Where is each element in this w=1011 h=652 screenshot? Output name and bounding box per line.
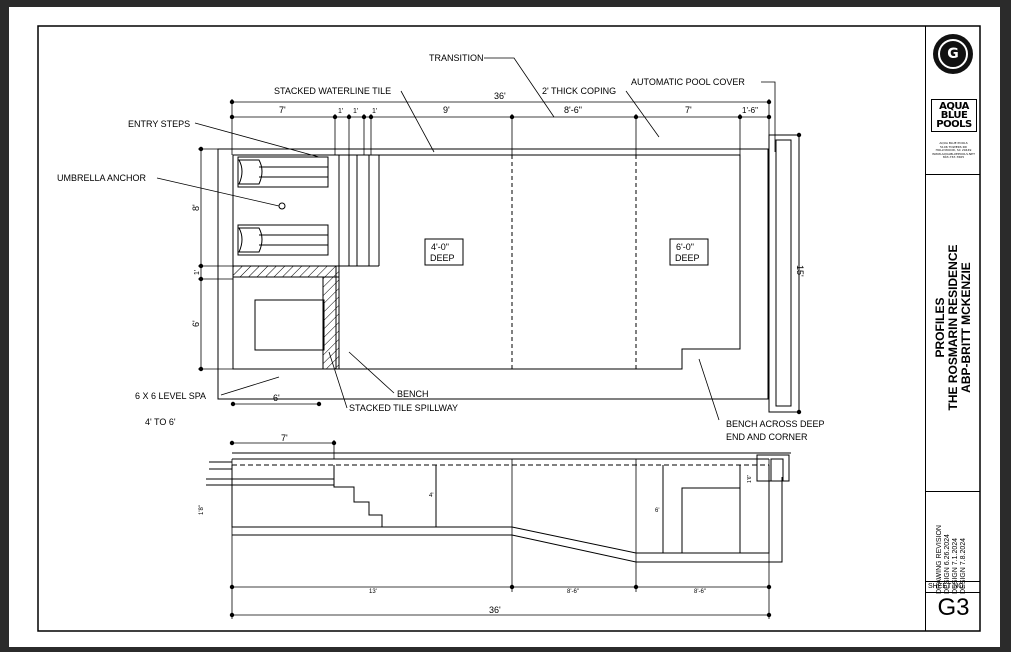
- dim-left-1: 1': [194, 270, 201, 275]
- lounge-chair-2: [237, 224, 329, 256]
- project-title: PROFILES THE ROSMARIN RESIDENCE ABP-BRIT…: [933, 244, 973, 411]
- dim-section-18: 1'8": [199, 505, 205, 515]
- label-thick-coping: 2' THICK COPING: [542, 86, 616, 96]
- dim-left-8: 8': [191, 204, 201, 211]
- dim-left-6: 6': [191, 320, 201, 327]
- dim-top-1c: 1': [372, 108, 377, 115]
- sheet-number-label: SHEET NO.: [928, 583, 966, 590]
- label-stacked-waterline-tile: STACKED WATERLINE TILE: [274, 86, 391, 96]
- label-stacked-tile-spillway: STACKED TILE SPILLWAY: [349, 403, 458, 413]
- label-entry-steps: ENTRY STEPS: [128, 119, 190, 129]
- dimension-dots: [198, 99, 802, 618]
- dim-top-total: 36': [494, 91, 506, 101]
- sheet-number: G3: [937, 594, 970, 621]
- spillway-hatch-side: [322, 276, 340, 370]
- label-umbrella-anchor: UMBRELLA ANCHOR: [57, 173, 147, 183]
- section-deep-bench: [681, 487, 741, 554]
- depth-shallow-value: 4'-0": [431, 242, 449, 252]
- dim-top-1a: 1': [338, 108, 343, 115]
- section-floor: [231, 465, 770, 554]
- brand-logo: AQUA BLUE POOLS: [931, 99, 977, 132]
- dim-bottom-total: 36': [489, 605, 501, 615]
- label-bench: BENCH: [397, 389, 429, 399]
- label-spa-depth: 4' TO 6': [145, 417, 176, 427]
- dim-section-4: 4': [429, 493, 433, 499]
- pool-plan-drawing: TRANSITION STACKED WATERLINE TILE 2' THI…: [37, 25, 981, 632]
- umbrella-anchor-mark: [278, 202, 286, 210]
- dim-section-7: 7': [281, 433, 288, 443]
- dim-spa-6: 6': [273, 393, 280, 403]
- dim-top-7a: 7': [279, 105, 286, 115]
- label-bench-deep-2: END AND CORNER: [726, 432, 808, 442]
- label-level-spa: 6 X 6 LEVEL SPA: [135, 391, 206, 401]
- dim-section-86b: 8'-6": [694, 589, 706, 595]
- entry-steps-block: [233, 154, 340, 267]
- section-entry-steps: [333, 465, 383, 527]
- spa-outline: [232, 265, 337, 370]
- depth-deep-label: DEEP: [675, 253, 700, 263]
- dim-section-13: 13': [369, 589, 377, 595]
- dim-right-15: 15': [795, 265, 805, 277]
- dim-top-86: 8'-6": [564, 105, 582, 115]
- label-automatic-pool-cover: AUTOMATIC POOL COVER: [631, 77, 745, 87]
- dimension-texts: 36' 7' 1' 1' 1' 9' 8'-6" 7' 1'-6" 6' 7' …: [191, 91, 805, 615]
- dim-section-16: 1'6": [747, 474, 753, 483]
- section-view: [206, 452, 791, 563]
- dim-section-86a: 8'-6": [567, 589, 579, 595]
- company-address: AQUA BLUE POOLS 5106 TOWERS RD HOLLYWOOD…: [932, 141, 975, 160]
- sheet-border: [37, 25, 981, 632]
- plan-view: [217, 134, 800, 413]
- title-block: G AQUA BLUE POOLS AQUA BLUE POOLS 5106 T…: [925, 26, 980, 631]
- pool-cover-box: [768, 134, 800, 413]
- dim-top-9: 9': [443, 105, 450, 115]
- depth-shallow-label: DEEP: [430, 253, 455, 263]
- label-transition: TRANSITION: [429, 53, 484, 63]
- label-texts: TRANSITION STACKED WATERLINE TILE 2' THI…: [57, 53, 825, 442]
- spa-inner: [254, 299, 325, 351]
- drawing-sheet: TRANSITION STACKED WATERLINE TILE 2' THI…: [9, 7, 1000, 647]
- dim-top-7b: 7': [685, 105, 692, 115]
- depth-box-shallow: [424, 238, 464, 266]
- spillway-hatch-top: [232, 265, 340, 278]
- pool-coping-outer: [217, 148, 769, 400]
- pool-cover-slot: [775, 139, 792, 407]
- dimension-lines: [198, 99, 800, 619]
- dim-top-1b: 1': [353, 108, 358, 115]
- leader-lines: [156, 57, 776, 421]
- depth-deep-value: 6'-0": [676, 242, 694, 252]
- depth-box-deep: [669, 238, 709, 266]
- dim-top-16: 1'-6": [742, 106, 758, 115]
- lounge-chair-1: [237, 156, 329, 188]
- label-bench-deep-1: BENCH ACROSS DEEP: [726, 419, 825, 429]
- company-seal-logo: G: [933, 34, 973, 74]
- dim-section-6: 6': [655, 508, 659, 514]
